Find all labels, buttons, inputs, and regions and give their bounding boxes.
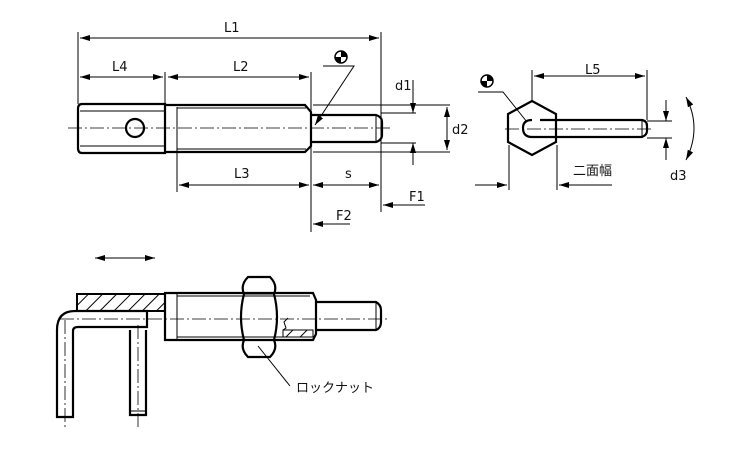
label-s: s [345,167,352,182]
cog-leader [314,65,355,126]
label-L1: L1 [224,21,240,36]
label-lock-nut: ロックナット [296,381,375,396]
hex-head [506,99,558,157]
lock-nut [239,275,279,359]
label-L4: L4 [112,60,128,75]
label-L5: L5 [585,63,601,78]
l-handle [55,309,149,419]
center-of-gravity-symbol [334,50,348,64]
front-view [68,32,450,232]
label-d3: d3 [670,169,687,184]
label-L3: L3 [234,167,250,182]
label-d1: d1 [395,79,412,94]
center-of-gravity-symbol [480,74,494,88]
assembly-view [55,255,388,430]
rotation-arrow [685,96,695,161]
label-F1: F1 [409,190,425,205]
label-L2: L2 [233,60,249,75]
label-F2: F2 [336,209,352,224]
label-width-across-flats: 二面幅 [573,164,613,179]
label-d2: d2 [452,123,469,138]
side-view [475,70,695,190]
lock-nut-leader [257,345,291,387]
